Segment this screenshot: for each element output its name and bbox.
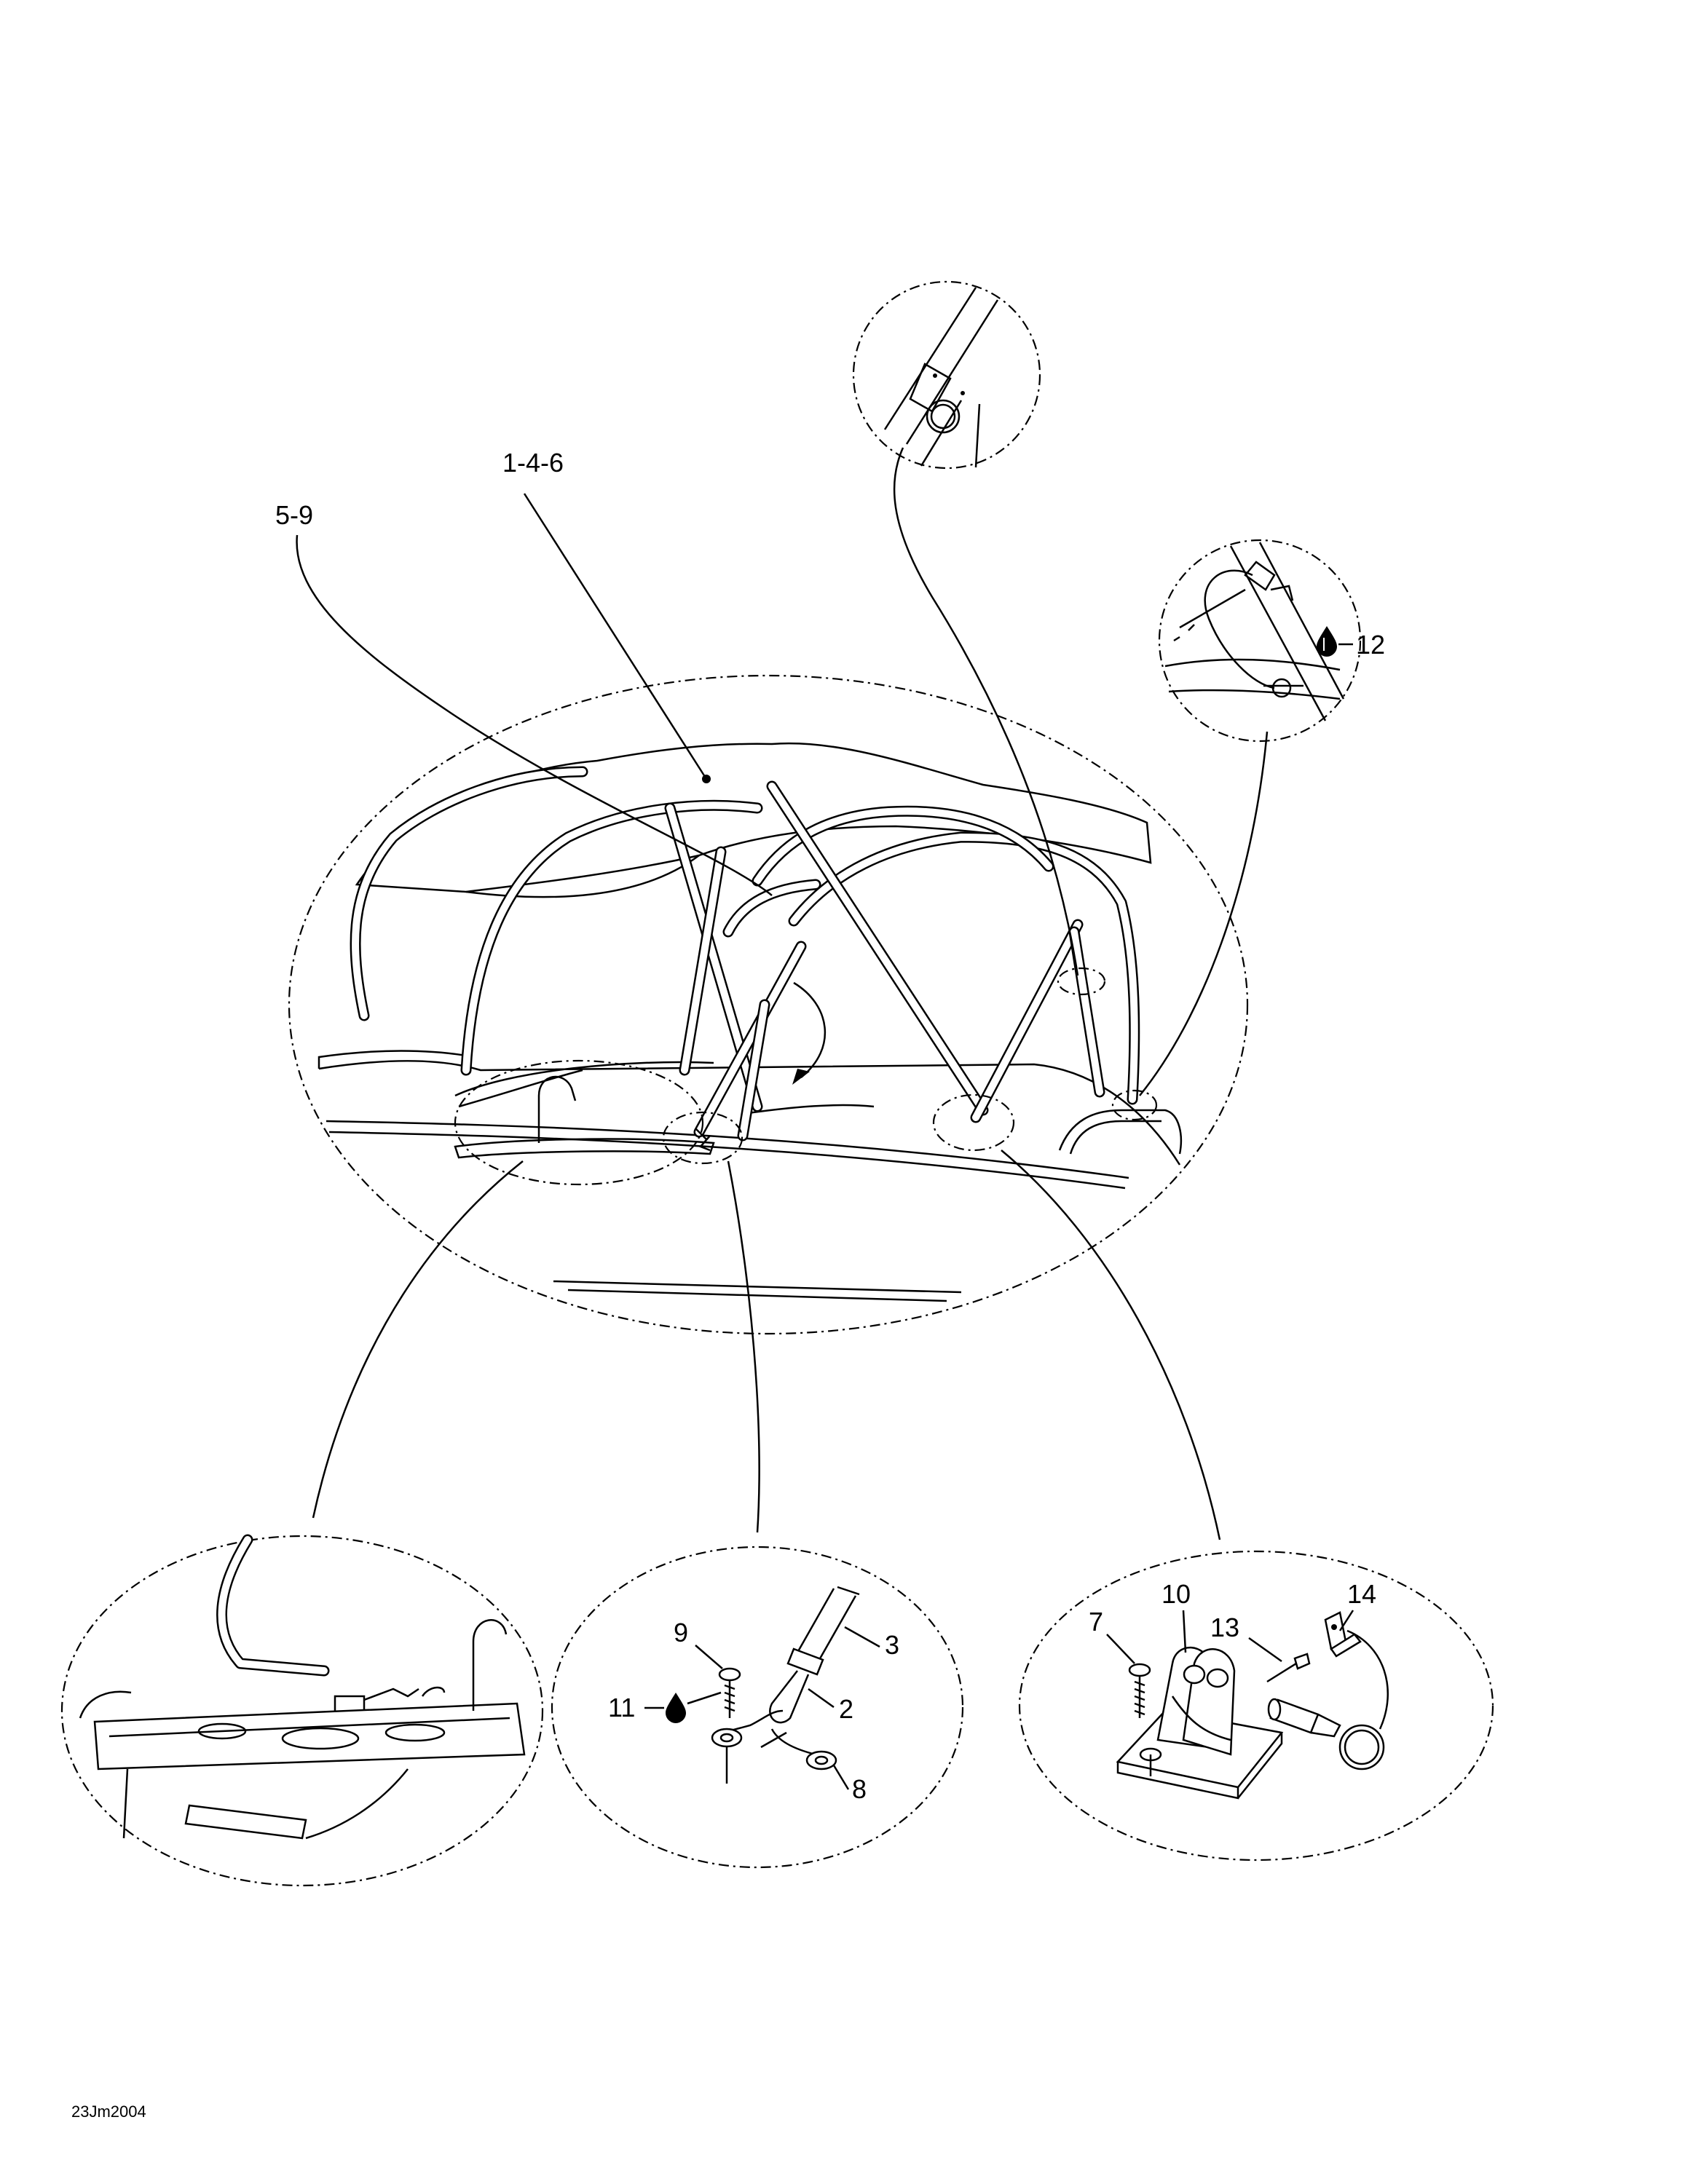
- lubricant-drop-icon: [1317, 626, 1337, 657]
- windshield: [454, 1061, 714, 1097]
- callout-label-7: 7: [1089, 1607, 1103, 1637]
- callout-label-3: 3: [885, 1630, 899, 1660]
- strap-anchor: [695, 1128, 711, 1152]
- callout-label-14: 14: [1347, 1579, 1376, 1609]
- lubricant-drop-icon: [666, 1693, 686, 1723]
- callout-label-5-9: 5-9: [275, 500, 313, 530]
- detail-ring-pin: [1057, 967, 1106, 996]
- detail-ring-strap: [662, 1111, 744, 1165]
- callout-label-1-4-6: 1-4-6: [502, 448, 564, 478]
- detail-quick-release-pin: [852, 280, 1041, 470]
- main-view-outline: [288, 674, 1249, 1335]
- drawing-reference-code: 23Jm2004: [71, 2102, 146, 2121]
- detail-ring-deck-hinge: [932, 1093, 1015, 1152]
- detail-console-rail: [60, 1534, 544, 1887]
- bimini-struts: [664, 780, 1105, 1142]
- callout-label-8: 8: [852, 1774, 867, 1804]
- callout-label-11: 11: [608, 1693, 635, 1722]
- callout-leaders: [296, 447, 1269, 1540]
- strap-callouts: 9 3 11 2 8: [608, 1618, 899, 1804]
- detail-ring-hinge: [1111, 1089, 1158, 1121]
- detail-bubble-deck-hinge: [1018, 1550, 1494, 1861]
- boat-seat: [318, 1050, 467, 1069]
- callout-label-13: 13: [1210, 1613, 1239, 1642]
- console-rail: [454, 1138, 715, 1159]
- detail-bubble-strap: [551, 1546, 964, 1869]
- detail-bubble-hinge-lanyard: [1158, 539, 1362, 743]
- detail-bubble-pin: [852, 280, 1041, 470]
- detail-deck-hinge: [1018, 1550, 1494, 1861]
- detail-ring-console: [454, 1059, 704, 1186]
- detail-strap-anchor: [551, 1546, 964, 1869]
- detail-bubble-console: [60, 1535, 544, 1887]
- callout-label-2: 2: [839, 1694, 853, 1724]
- callout-label-12: 12: [1356, 630, 1385, 660]
- rear-rail: [1058, 1109, 1183, 1155]
- callout-12: 12: [1317, 626, 1385, 660]
- boat-hull: [318, 1060, 1181, 1166]
- fold-direction-arrow: [793, 981, 827, 1078]
- main-view: [288, 674, 1249, 1335]
- console-faucet: [537, 1075, 577, 1143]
- bimini-canopy: [355, 742, 1152, 893]
- hinge-callouts: 7 10 13 14: [1089, 1579, 1376, 1664]
- callout-label-9: 9: [674, 1618, 688, 1647]
- detail-hinge-lanyard: [1158, 539, 1362, 743]
- callout-label-10: 10: [1162, 1579, 1191, 1609]
